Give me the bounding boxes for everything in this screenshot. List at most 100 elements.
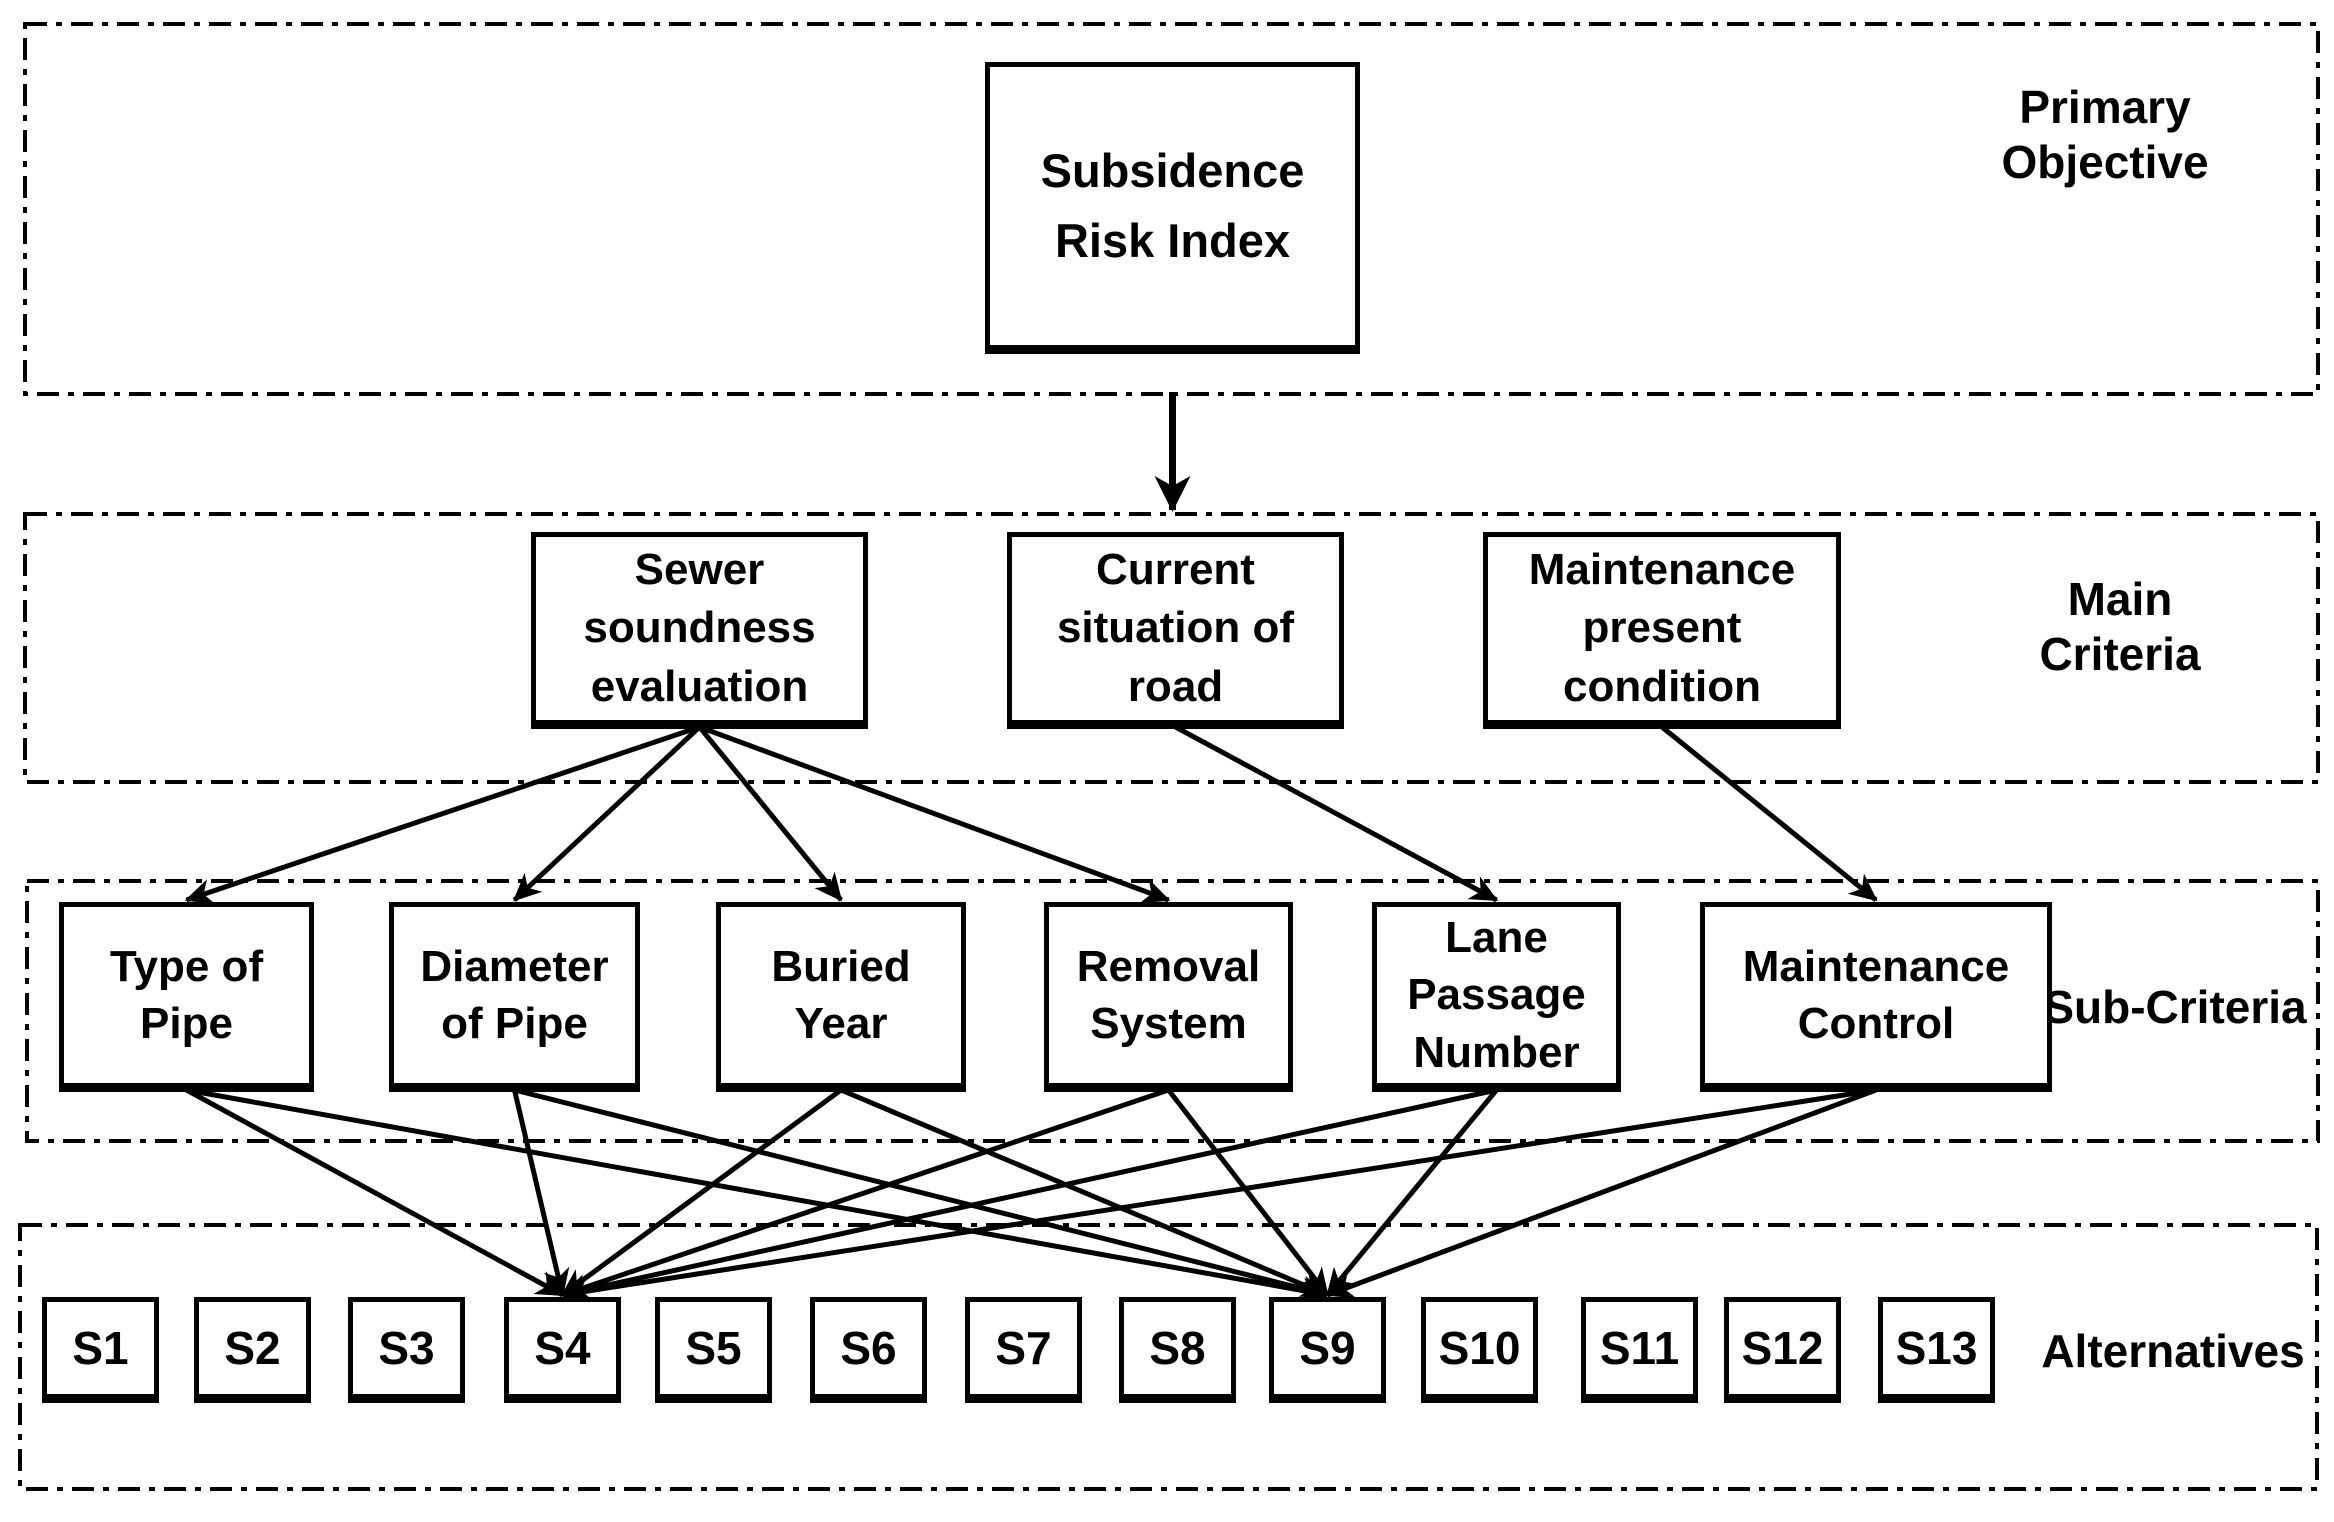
node-maintenance-present-condition: Maintenance present condition	[1483, 532, 1841, 729]
band-label-line: Criteria	[2039, 628, 2201, 681]
node-label-line: S3	[378, 1322, 435, 1374]
node-label-line: situation of	[1056, 603, 1295, 653]
node-s11: S11	[1581, 1297, 1698, 1403]
node-label: S9	[1299, 1325, 1355, 1371]
node-sewer-soundness-evaluation: Sewer soundness evaluation	[531, 532, 868, 729]
edge-sewer-soundness-evaluation-to-buried-year	[697, 725, 843, 902]
band-label-line: Sub-Criteria	[2043, 981, 2307, 1033]
node-label-line: S9	[1299, 1322, 1356, 1374]
node-s6: S6	[810, 1297, 927, 1403]
edge-lane-passage-number-to-s9	[1325, 1088, 1499, 1297]
node-label: S5	[685, 1325, 741, 1371]
edge-sewer-soundness-evaluation-to-type-of-pipe	[184, 724, 701, 905]
node-s13: S13	[1878, 1297, 1995, 1403]
node-label: S2	[224, 1325, 280, 1371]
node-label-line: S8	[1149, 1322, 1206, 1374]
band-label-line: Objective	[2001, 136, 2209, 189]
node-label-line: Lane	[1445, 913, 1548, 963]
node-label: S10	[1439, 1325, 1521, 1371]
node-label-line: Risk Index	[1054, 214, 1291, 267]
node-label: S11	[1600, 1325, 1679, 1371]
edge-diameter-of-pipe-to-s4	[512, 1089, 570, 1297]
edge-type-of-pipe-to-s9	[186, 1087, 1330, 1304]
node-label-line: Passage	[1407, 970, 1586, 1020]
node-s2: S2	[194, 1297, 311, 1403]
node-label: S4	[534, 1325, 590, 1371]
node-label-line: soundness	[583, 603, 816, 653]
node-label-line: Subsidence	[1040, 143, 1305, 197]
node-label-line: Removal	[1076, 941, 1261, 991]
band-label-line: Alternatives	[2041, 1325, 2305, 1377]
node-label: S1	[72, 1325, 128, 1371]
edge-current-situation-of-road-to-lane-passage-number	[1174, 724, 1499, 903]
node-label-line: Current	[1096, 544, 1255, 594]
node-label: Type of Pipe	[110, 938, 263, 1052]
node-label: S7	[995, 1325, 1051, 1371]
node-label-line: S7	[995, 1322, 1052, 1374]
node-s10: S10	[1421, 1297, 1538, 1403]
node-s12: S12	[1724, 1297, 1841, 1403]
band-border-primary-objective	[23, 22, 2320, 396]
node-s9: S9	[1269, 1297, 1386, 1403]
node-label: Maintenance present condition	[1529, 541, 1796, 717]
node-label: S3	[378, 1325, 434, 1371]
node-label-line: S13	[1895, 1322, 1978, 1374]
band-border-alternatives	[18, 1223, 2319, 1491]
node-label-line: S5	[685, 1322, 742, 1374]
node-label: S13	[1896, 1325, 1978, 1371]
node-label-line: present	[1582, 603, 1742, 653]
node-label-line: of Pipe	[441, 999, 588, 1048]
node-label-line: Sewer	[634, 544, 765, 594]
node-label-line: S6	[840, 1322, 897, 1374]
node-s7: S7	[965, 1297, 1082, 1403]
node-s8: S8	[1119, 1297, 1236, 1403]
node-label-line: S2	[224, 1322, 281, 1374]
band-border-main-criteria	[23, 512, 2320, 784]
band-label-line: Main	[2067, 573, 2173, 625]
node-type-of-pipe: Type of Pipe	[59, 902, 314, 1092]
node-label-line: S1	[72, 1322, 129, 1374]
band-label-sub-criteria: Sub-Criteria	[2025, 980, 2325, 1035]
node-label-line: S10	[1438, 1322, 1521, 1374]
node-label-line: condition	[1563, 661, 1761, 711]
node-s1: S1	[42, 1297, 159, 1403]
node-label-line: Number	[1413, 1027, 1580, 1077]
edge-type-of-pipe-to-s4	[185, 1087, 565, 1298]
band-border-sub-criteria	[25, 879, 2320, 1143]
node-label-line: System	[1090, 999, 1247, 1048]
node-s4: S4	[504, 1297, 621, 1403]
node-label-line: S12	[1741, 1322, 1824, 1374]
edge-maintenance-control-to-s9	[1325, 1087, 1877, 1299]
node-label-line: Pipe	[140, 999, 233, 1048]
edge-maintenance-present-condition-to-maintenance-control	[1660, 725, 1878, 902]
node-label: S6	[840, 1325, 896, 1371]
node-label-line: road	[1127, 661, 1224, 711]
edge-diameter-of-pipe-to-s9	[513, 1087, 1330, 1302]
node-label-line: Maintenance	[1528, 544, 1796, 594]
node-label-line: evaluation	[590, 661, 809, 711]
node-label-line: Year	[794, 999, 888, 1048]
edge-maintenance-control-to-s4	[560, 1087, 1877, 1304]
node-label-line: Type of	[109, 941, 264, 991]
edge-sewer-soundness-evaluation-to-diameter-of-pipe	[512, 725, 702, 902]
node-label: Current situation of road	[1057, 541, 1294, 717]
node-label: Sewer soundness evaluation	[583, 541, 815, 717]
node-label: S8	[1149, 1325, 1205, 1371]
band-label-alternatives: Alternatives	[2018, 1324, 2328, 1379]
node-current-situation-of-road: Current situation of road	[1007, 532, 1344, 729]
node-s5: S5	[655, 1297, 772, 1403]
edge-removal-system-to-s4	[560, 1087, 1170, 1299]
